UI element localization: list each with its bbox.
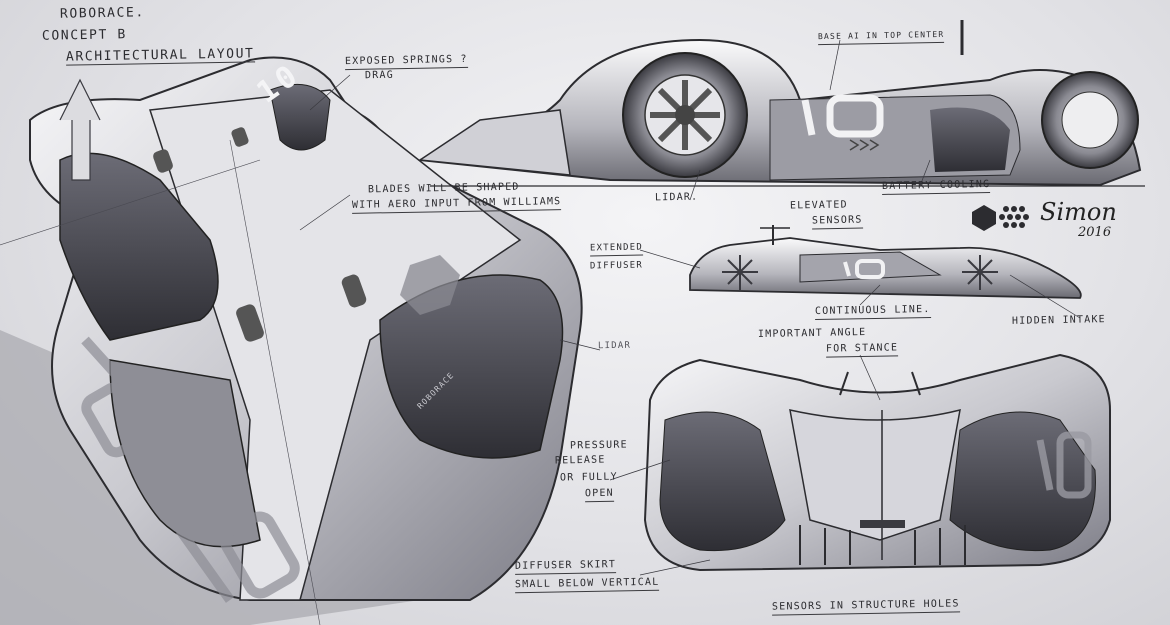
note-pressure-4: OPEN — [584, 487, 615, 503]
note-extended-2: DIFFUSER — [589, 260, 644, 272]
note-battery-cooling: BATTERY COOLING — [881, 179, 991, 195]
note-lidar-side: LIDAR. — [654, 191, 699, 204]
designer-signature: Simon — [1040, 198, 1117, 226]
signature-year: 2016 — [1078, 225, 1112, 240]
note-elevated-2: SENSORS — [811, 214, 863, 230]
note-pressure-3: OR FULLY — [559, 471, 618, 484]
side-view-car — [417, 20, 1145, 187]
note-diffuser-1: DIFFUSER SKIRT — [514, 559, 617, 575]
note-pressure-1: PRESSURE — [569, 439, 628, 452]
note-lidar-front: LIDAR — [597, 340, 632, 352]
note-base-ai: BASE AI IN TOP CENTER — [817, 28, 945, 46]
note-important-2: FOR STANCE — [825, 342, 899, 358]
note-continuous-line: CONTINUOUS LINE. — [814, 303, 931, 321]
note-diffuser-2: SMALL BELOW VERTICAL — [514, 576, 660, 594]
note-exposed-springs: EXPOSED SPRINGS ? — [344, 53, 468, 71]
designer-logo — [972, 205, 1029, 231]
note-hidden-intake: HIDDEN INTAKE — [1011, 314, 1106, 327]
title-line-1: ROBORACE. — [59, 5, 145, 22]
rear-view-car — [609, 353, 1111, 576]
note-extended-1: EXTENDED — [589, 241, 644, 257]
note-elevated-1: ELEVATED — [789, 199, 848, 212]
note-important-1: IMPORTANT ANGLE — [757, 327, 867, 340]
leader-lines — [299, 39, 1081, 401]
iso-view-car — [0, 56, 583, 625]
profile-view-car — [689, 225, 1082, 299]
note-exposed-springs-sub: DRAG — [364, 69, 394, 82]
note-pressure-2: RELEASE — [554, 454, 606, 467]
title-line-2: CONCEPT B — [41, 27, 127, 44]
